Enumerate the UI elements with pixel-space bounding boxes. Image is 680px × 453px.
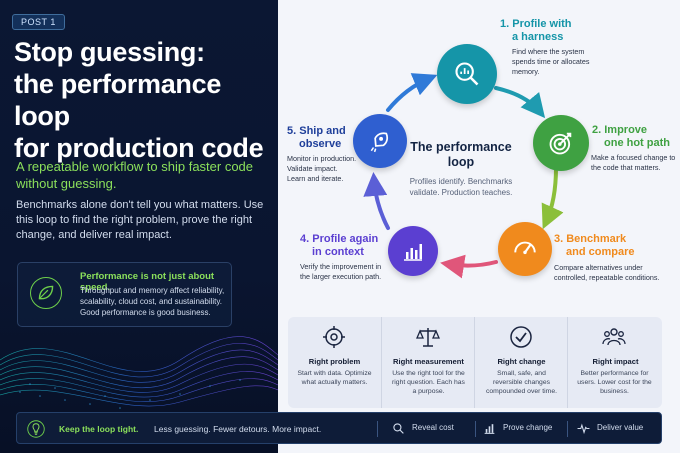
loop-arrows: [363, 73, 564, 279]
card-title: Right impact: [592, 357, 639, 366]
bar-chart-icon: [404, 244, 422, 261]
step-3-title: 3. Benchmark and compare: [554, 233, 635, 258]
target-icon: [549, 132, 572, 155]
gauge-icon: [514, 241, 536, 255]
rocket-icon: [370, 132, 389, 153]
page-title: Stop guessing: the performance loop for …: [14, 36, 274, 164]
step-2-title: 2. Improve one hot path: [592, 124, 670, 149]
subtitle: A repeatable workflow to ship faster cod…: [16, 159, 254, 191]
checkmark-icon: [510, 326, 532, 348]
intro-text: Benchmarks alone don't tell you what mat…: [16, 199, 264, 241]
title-line: for production code: [14, 133, 264, 163]
footer-item-reveal-cost: Reveal cost: [393, 423, 454, 434]
step-4-title: 4. Profile again in context: [300, 233, 379, 258]
step-4-circle: [388, 226, 438, 276]
title-line: the performance loop: [14, 69, 222, 131]
scales-icon: [416, 328, 440, 347]
footer-bar: Keep the loop tight. Less guessing. Fewe…: [16, 412, 662, 444]
people-icon: [602, 328, 626, 346]
step-1-circle: [437, 44, 497, 104]
title-line: Stop guessing:: [14, 37, 205, 67]
step-5-title: 5. Ship and observe: [287, 125, 346, 150]
step-3-desc: Compare alternatives under controlled, r…: [554, 263, 660, 282]
divider: [567, 421, 568, 437]
card-text: Use the right tool for the right questio…: [392, 370, 465, 395]
card-title: Right measurement: [393, 357, 464, 366]
post-badge: POST 1: [12, 14, 65, 30]
crosshair-icon: [323, 326, 345, 348]
card-text: Better performance for users. Lower cost…: [577, 370, 652, 395]
step-5-circle: [353, 114, 407, 168]
divider: [475, 421, 476, 437]
pulse-icon: [577, 423, 590, 435]
leaf-icon: [30, 277, 62, 309]
divider: [377, 421, 378, 437]
callout-box: Performance is not just about speed. Thr…: [17, 262, 232, 327]
footer-item-prove-change: Prove change: [484, 423, 552, 434]
callout-text: Throughput and memory affect reliability…: [80, 286, 225, 317]
footer-text: Less guessing. Fewer detours. More impac…: [154, 424, 322, 434]
card-text: Start with data. Optimize what actually …: [297, 370, 372, 386]
card-title: Right change: [497, 357, 546, 366]
card-text: Small, safe, and reversible changes comp…: [485, 370, 558, 395]
step-1-title: 1. Profile with a harness: [500, 18, 572, 43]
step-2-desc: Make a focused change to the code that m…: [591, 153, 676, 172]
principles-cards: Right problem Start with data. Optimize …: [288, 317, 662, 408]
card-right-measurement: Right measurement Use the right tool for…: [381, 317, 474, 408]
step-3-circle: [498, 222, 552, 276]
step-5-desc: Monitor in production. Validate impact. …: [287, 154, 357, 183]
card-title: Right problem: [308, 357, 361, 366]
search-icon: [393, 423, 404, 434]
card-right-problem: Right problem Start with data. Optimize …: [288, 317, 381, 408]
loop-center-title: The performance loop: [410, 140, 512, 169]
callout-title: Performance is not just about speed.: [80, 271, 215, 293]
card-right-impact: Right impact Better performance for user…: [567, 317, 662, 408]
wave-decoration: [0, 336, 278, 409]
loop-center-text: Profiles identify. Benchmarks validate. …: [409, 177, 513, 197]
magnifier-chart-icon: [455, 62, 479, 86]
footer-item-deliver-value: Deliver value: [577, 423, 643, 435]
left-panel: POST 1 Stop guessing: the performance lo…: [0, 0, 278, 453]
lightbulb-icon: [27, 420, 45, 438]
step-2-circle: [533, 115, 589, 171]
step-1-desc: Find where the system spends time or all…: [512, 47, 590, 76]
step-4-desc: Verify the improvement in the larger exe…: [300, 262, 382, 281]
card-right-change: Right change Small, safe, and reversible…: [474, 317, 567, 408]
bar-chart-icon: [484, 424, 495, 434]
footer-tagline: Keep the loop tight.: [59, 424, 139, 434]
